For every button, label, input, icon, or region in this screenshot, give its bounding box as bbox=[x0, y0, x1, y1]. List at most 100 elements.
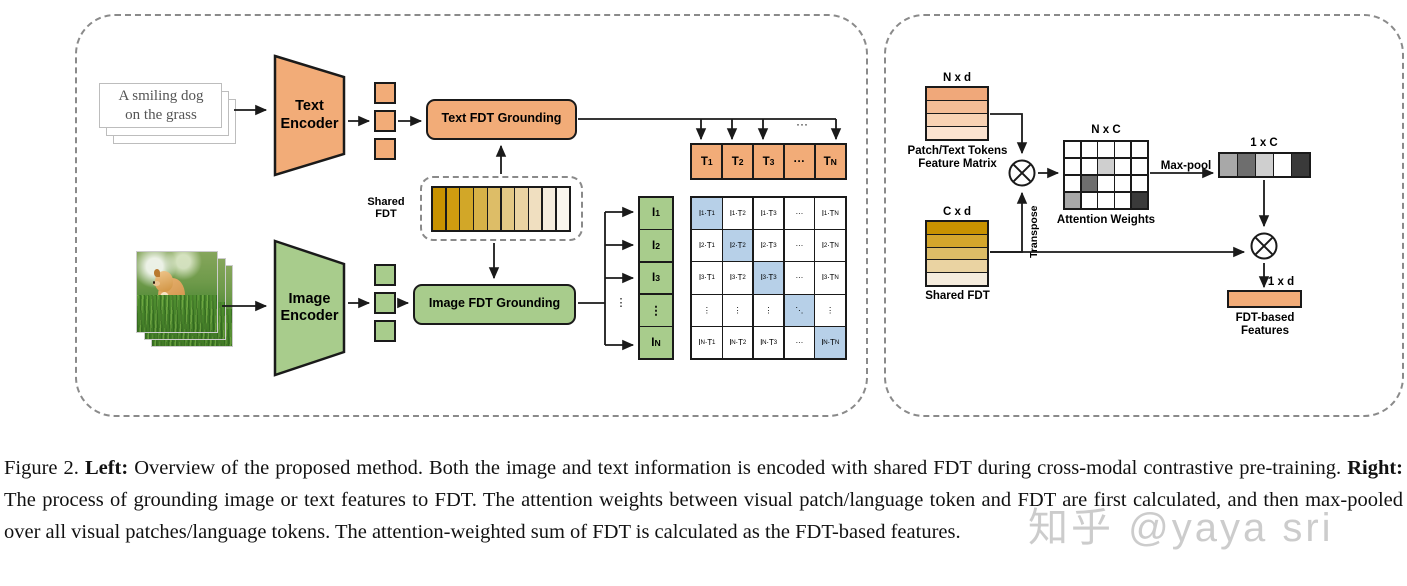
attention-cell-3-1 bbox=[1065, 175, 1081, 192]
attention-cell-1-4 bbox=[1115, 142, 1131, 158]
caption-left-keyword: Left: bbox=[84, 457, 129, 479]
image-feature-token-2 bbox=[374, 292, 396, 314]
max-pool-label: Max-pool bbox=[1160, 160, 1212, 172]
text-encoder-block: Text Encoder bbox=[272, 53, 347, 178]
caption-body-1: Overview of the proposed method. Both th… bbox=[128, 457, 1348, 479]
attention-cell-1-2 bbox=[1081, 142, 1097, 158]
attention-cell-3-5 bbox=[1131, 175, 1147, 192]
text-fdt-grounding-label: Text FDT Grounding bbox=[441, 111, 562, 125]
attention-cell-1-1 bbox=[1065, 142, 1081, 158]
image-embedding-cell-4: ⋮ bbox=[640, 294, 672, 326]
max-pooled-weights-row bbox=[1218, 152, 1311, 178]
matmul-operator-1 bbox=[1007, 158, 1037, 193]
cxd-row-2 bbox=[927, 234, 987, 248]
nxd-row-1 bbox=[927, 88, 987, 101]
image-fdt-grounding-block bbox=[413, 284, 576, 325]
shared-fdt-matrix bbox=[925, 220, 989, 287]
attention-cell-4-2 bbox=[1081, 192, 1097, 208]
fdt-based-features-block bbox=[1227, 290, 1302, 308]
onexc-label: 1 x C bbox=[1250, 137, 1278, 149]
nxd-row-2 bbox=[927, 101, 987, 114]
shared-fdt-bar-7 bbox=[515, 188, 528, 230]
nxd-label: N x d bbox=[942, 72, 972, 84]
attention-cell-1-3 bbox=[1098, 142, 1114, 158]
cxd-row-5 bbox=[927, 273, 987, 285]
caption-body-2: The process of grounding image or text f… bbox=[4, 489, 1403, 543]
shared-fdt-bar-5 bbox=[487, 188, 501, 230]
image-fdt-grounding-label: Image FDT Grounding bbox=[428, 296, 561, 310]
similarity-cell-3-4: ··· bbox=[784, 262, 815, 294]
text-row-ellipsis: ··· bbox=[796, 117, 808, 131]
caption-figure-number: Figure 2. bbox=[4, 457, 79, 479]
patch-text-tokens-feature-matrix bbox=[925, 86, 989, 141]
figure-caption: Figure 2. Left: Overview of the proposed… bbox=[4, 452, 1403, 548]
attention-cell-2-4 bbox=[1115, 158, 1131, 175]
prompt-text: A smiling dog on the grass bbox=[118, 88, 204, 123]
nxd-caption: Patch/Text Tokens Feature Matrix bbox=[907, 145, 1008, 170]
attention-cell-4-4 bbox=[1115, 192, 1131, 208]
attention-weights-caption: Attention Weights bbox=[1056, 214, 1156, 226]
shared-fdt-bar-9 bbox=[542, 188, 556, 230]
attention-cell-4-5 bbox=[1131, 192, 1147, 208]
maxpool-cell-5 bbox=[1292, 154, 1309, 176]
similarity-cell-2-4: ··· bbox=[784, 230, 815, 262]
similarity-cell-4-3: ⋮ bbox=[753, 294, 784, 326]
prompt-card-front bbox=[99, 83, 222, 128]
image-card-front-dog-photo bbox=[136, 251, 218, 333]
similarity-cell-1-4: ··· bbox=[784, 198, 815, 230]
right-panel-boundary bbox=[884, 14, 1404, 417]
onexd-label: 1 x d bbox=[1267, 276, 1295, 288]
attention-cell-2-3 bbox=[1098, 158, 1114, 175]
matmul-operator-2 bbox=[1249, 231, 1279, 266]
caption-right-keyword: Right: bbox=[1347, 457, 1403, 479]
attention-cell-1-5 bbox=[1131, 142, 1147, 158]
figure-diagram: A smiling dog on the grass Text Encoder … bbox=[75, 14, 1404, 550]
text-embedding-cell-4: ··· bbox=[784, 145, 815, 178]
similarity-cell-5-4: ··· bbox=[784, 326, 815, 358]
attention-weights-grid bbox=[1063, 140, 1149, 210]
attention-cell-2-5 bbox=[1131, 158, 1147, 175]
image-encoder-block: Image Encoder bbox=[272, 238, 347, 378]
attention-cell-3-2 bbox=[1081, 175, 1097, 192]
text-feature-token-2 bbox=[374, 110, 396, 132]
similarity-cell-4-1: ⋮ bbox=[692, 294, 722, 326]
shared-fdt-bar-10 bbox=[556, 188, 569, 230]
shared-fdt-bars bbox=[431, 186, 571, 232]
attention-cell-2-2 bbox=[1081, 158, 1097, 175]
image-column-ellipsis: ⋮ bbox=[615, 297, 627, 309]
image-feature-token-1 bbox=[374, 264, 396, 286]
similarity-cell-4-5: ⋮ bbox=[815, 294, 845, 326]
shared-fdt-bar-4 bbox=[474, 188, 487, 230]
attention-cell-3-3 bbox=[1098, 175, 1114, 192]
transpose-label: Transpose bbox=[1028, 205, 1040, 258]
similarity-cell-4-4: ⋱ bbox=[784, 294, 815, 326]
attention-cell-2-1 bbox=[1065, 158, 1081, 175]
cxd-row-4 bbox=[927, 260, 987, 274]
maxpool-cell-4 bbox=[1274, 154, 1291, 176]
similarity-cell-4-2: ⋮ bbox=[722, 294, 753, 326]
attention-cell-4-1 bbox=[1065, 192, 1081, 208]
nxd-row-4 bbox=[927, 127, 987, 139]
text-fdt-grounding-block bbox=[426, 99, 577, 140]
